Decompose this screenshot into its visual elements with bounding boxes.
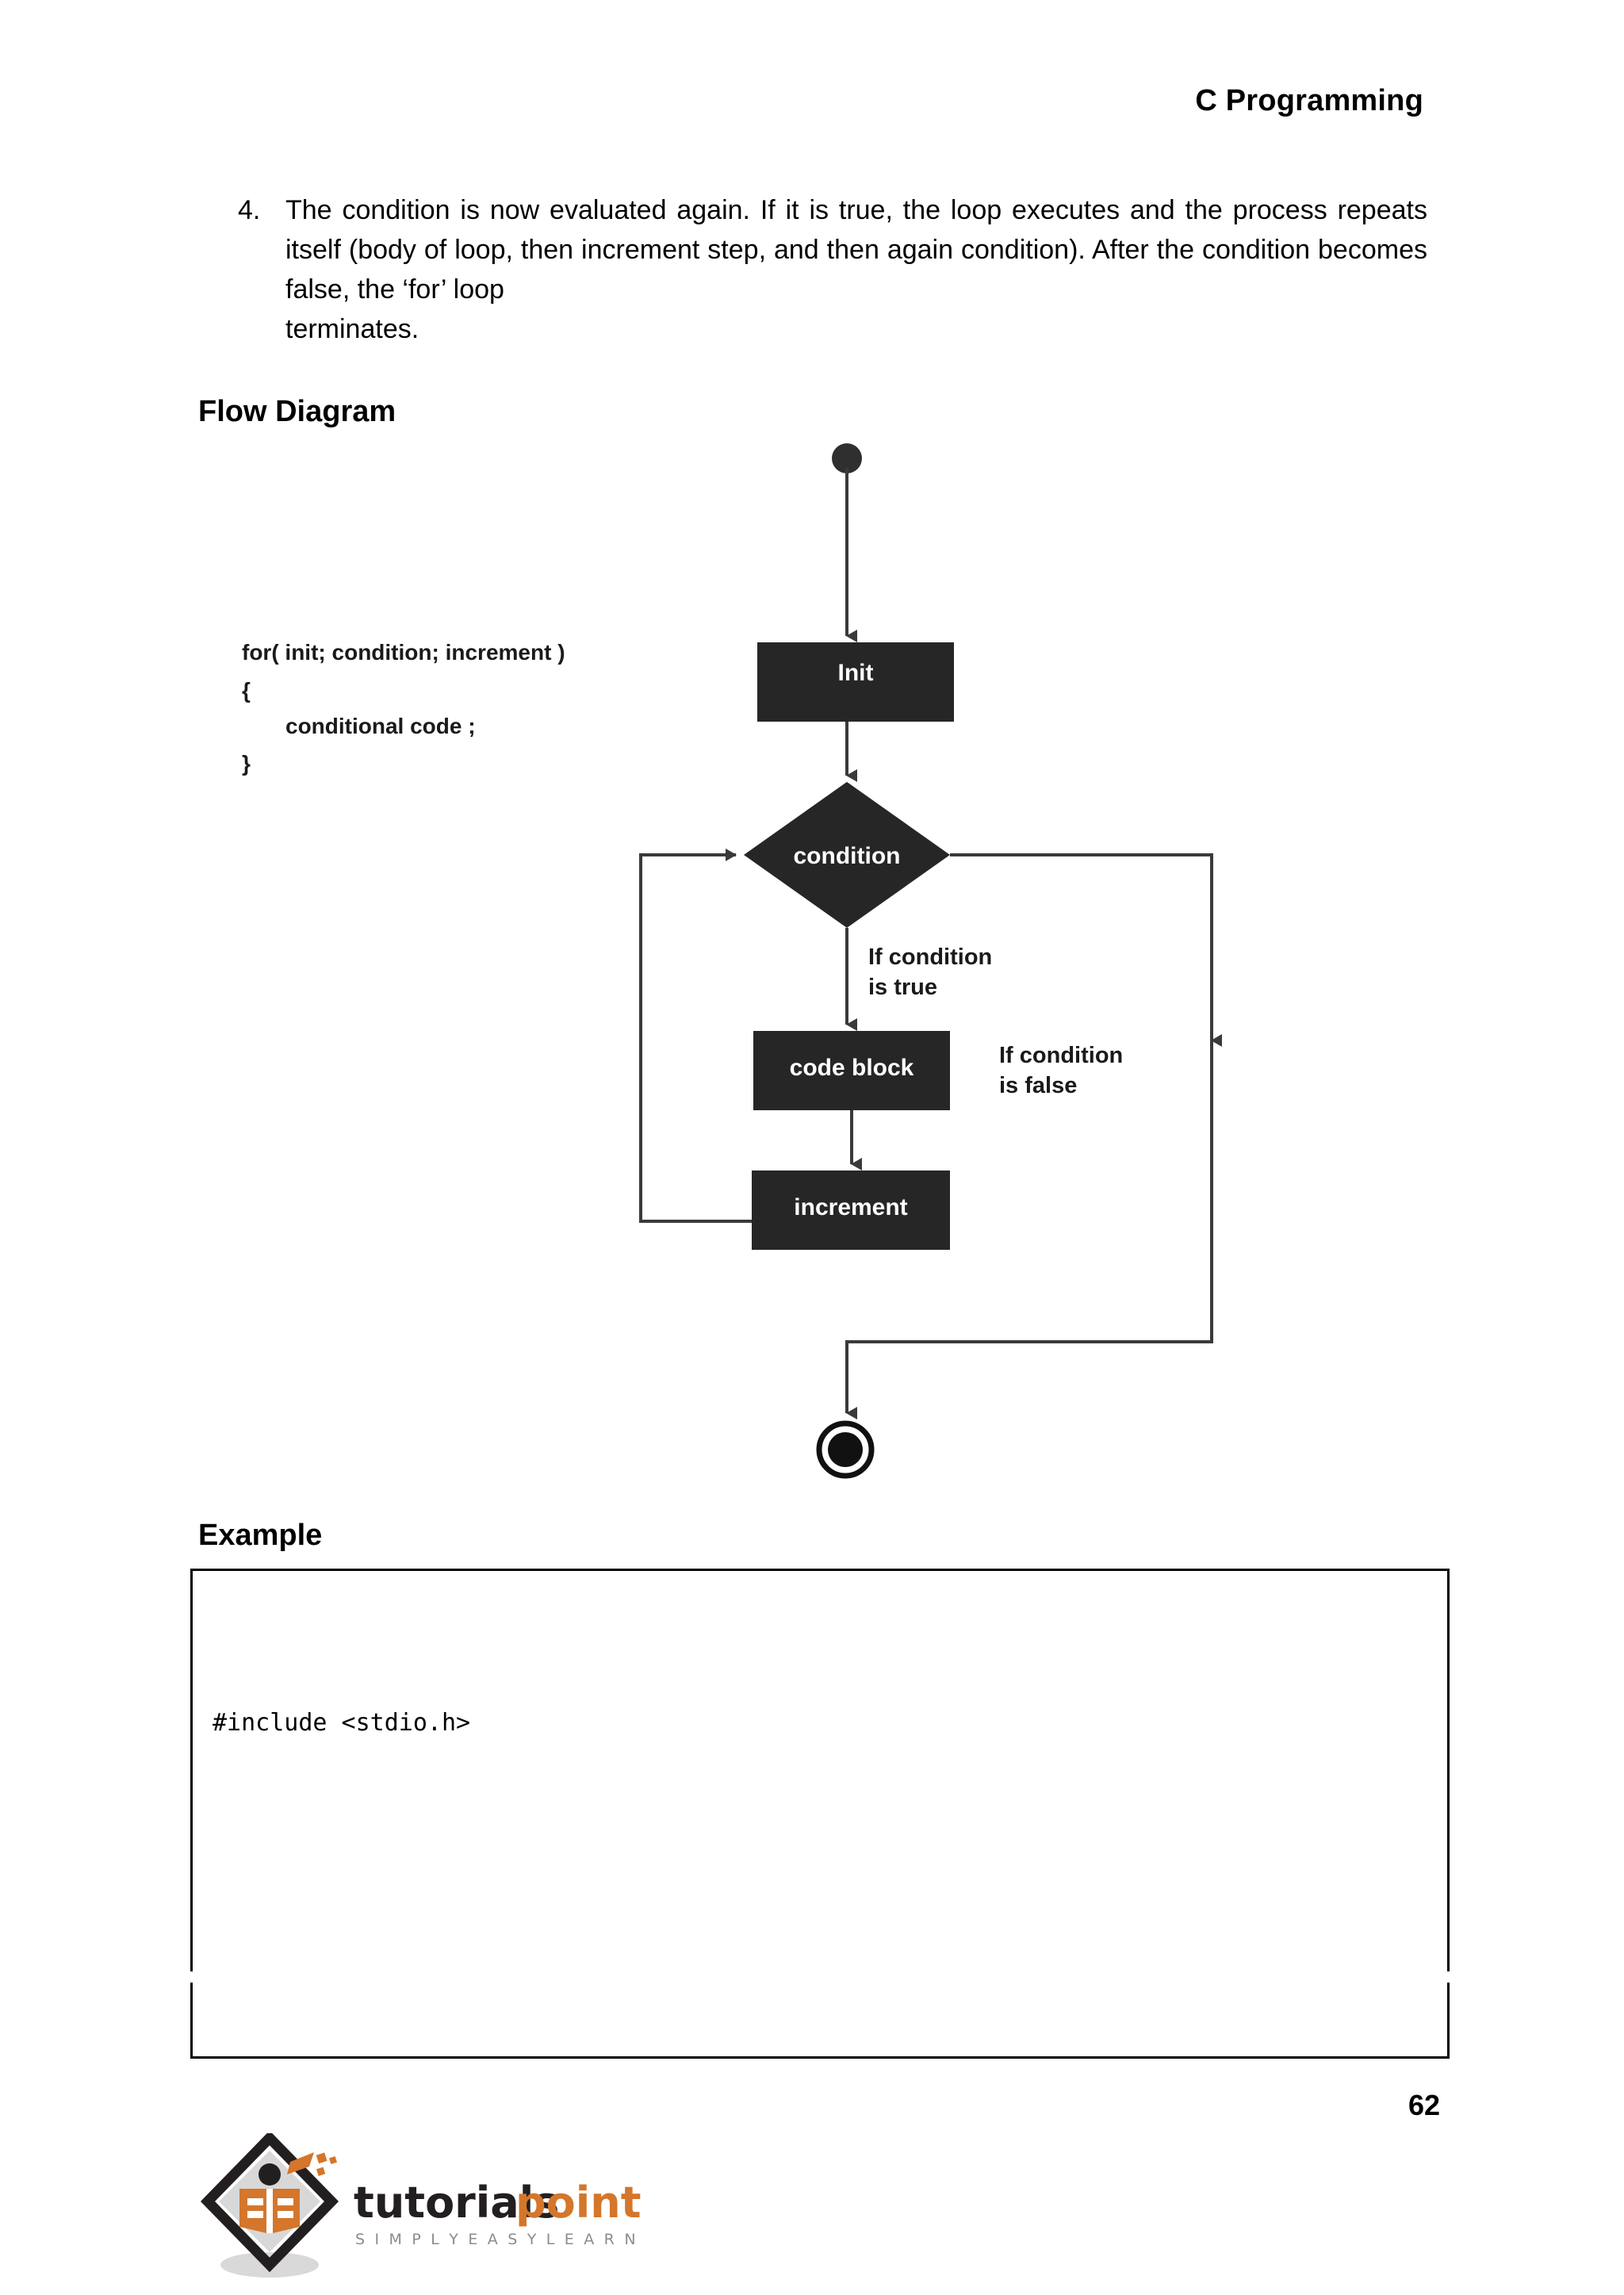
pseudocode-line-4: } bbox=[242, 751, 251, 776]
flow-edge-false-to-end bbox=[845, 1040, 1213, 1420]
flow-edge-loop-back bbox=[639, 849, 752, 1223]
flow-node-condition-diamond bbox=[744, 782, 950, 928]
pseudocode-line-2: { bbox=[242, 678, 251, 703]
false-label-line-2: is false bbox=[999, 1073, 1077, 1098]
flow-diagram-pseudocode: for( init; condition; increment ) { cond… bbox=[242, 640, 565, 776]
pseudocode-line-1: for( init; condition; increment ) bbox=[242, 640, 565, 665]
list-item-body: The condition is now evaluated again. If… bbox=[285, 190, 1427, 349]
flow-node-condition-label: condition bbox=[794, 843, 901, 869]
pseudocode-line-3: conditional code ; bbox=[285, 714, 476, 738]
list-item-line-1: The condition is now evaluated again. If… bbox=[285, 195, 1175, 225]
tutorialspoint-logo: tutorials point S I M P L Y E A S Y L E … bbox=[198, 2133, 642, 2284]
list-item-line-2: the process repeats itself (body of loop… bbox=[285, 195, 1427, 265]
page-header-title: C Programming bbox=[1195, 84, 1423, 117]
logo-page-line bbox=[278, 2198, 293, 2205]
flow-node-increment-label: increment bbox=[794, 1194, 907, 1220]
flow-edge-label-true: If condition is true bbox=[868, 944, 992, 1000]
logo-page-line bbox=[278, 2211, 293, 2218]
example-code-block-bottom: printf("value of a: %d\n", a); bbox=[190, 1983, 1450, 2059]
code-line: #include <stdio.h> bbox=[213, 1709, 471, 1737]
logo-wordmark-tutorials: tutorials bbox=[354, 2178, 559, 2228]
flow-node-code-block-box bbox=[753, 1031, 950, 1110]
logo-flag-pixel bbox=[316, 2152, 327, 2164]
list-item-line-3: again condition). After the condition be… bbox=[285, 235, 1427, 305]
logo-page-line bbox=[247, 2211, 263, 2218]
logo-wordmark-point: point bbox=[515, 2178, 642, 2228]
example-code-block-top: #include <stdio.h> int main () { /* for … bbox=[190, 1569, 1450, 1971]
list-item-line-4: terminates. bbox=[285, 314, 419, 344]
section-heading-example: Example bbox=[198, 1519, 323, 1552]
flow-node-increment-box bbox=[752, 1170, 950, 1250]
flow-edge-condition-false bbox=[950, 853, 1222, 1047]
flow-edge-label-false: If condition is false bbox=[999, 1043, 1123, 1098]
flow-node-end-circle bbox=[828, 1432, 863, 1467]
logo-book-spine bbox=[266, 2189, 273, 2233]
logo-flag-pixel bbox=[328, 2155, 338, 2165]
flow-node-init-box bbox=[757, 642, 954, 722]
code-line bbox=[213, 1858, 1447, 1912]
flow-node-init-label: Init bbox=[838, 660, 874, 686]
logo-reader-head bbox=[259, 2163, 281, 2186]
list-item-marker: 4. bbox=[238, 195, 261, 225]
logo-diamond-frame bbox=[200, 2133, 339, 2273]
page-number: 62 bbox=[1408, 2089, 1440, 2121]
flow-node-end-ring bbox=[816, 1420, 875, 1479]
logo-flag-pixel bbox=[316, 2167, 326, 2176]
section-heading-flow-diagram: Flow Diagram bbox=[198, 395, 396, 428]
logo-flag-shape bbox=[287, 2152, 314, 2174]
true-label-line-1: If condition bbox=[868, 944, 992, 970]
flow-node-code-block-label: code block bbox=[790, 1055, 914, 1081]
numbered-list-item: 4. The condition is now evaluated again.… bbox=[238, 190, 1427, 349]
flow-diagram-figure: for( init; condition; increment ) { cond… bbox=[198, 428, 1435, 1491]
flow-node-start-circle bbox=[832, 443, 862, 473]
logo-page-line bbox=[247, 2198, 263, 2205]
logo-tagline: S I M P L Y E A S Y L E A R N I N G bbox=[355, 2231, 642, 2248]
true-label-line-2: is true bbox=[868, 975, 937, 1000]
false-label-line-1: If condition bbox=[999, 1043, 1123, 1068]
